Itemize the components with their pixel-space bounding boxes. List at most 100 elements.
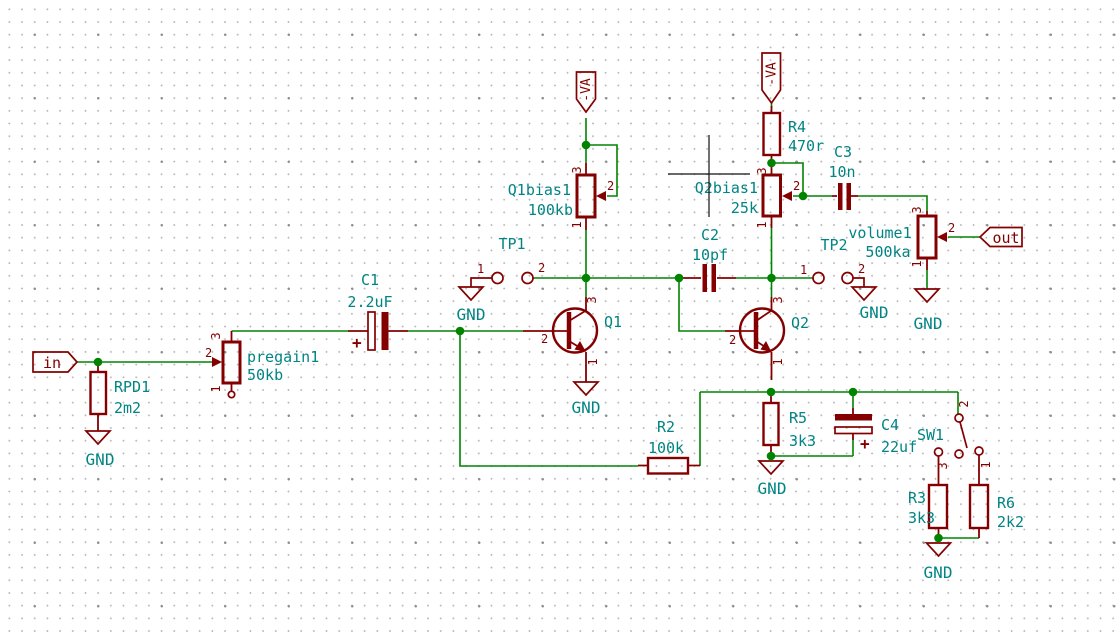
pregain1-body[interactable] <box>221 340 242 385</box>
tp1-pad2[interactable] <box>521 271 534 285</box>
wire-va1-bias-feedback[interactable] <box>585 118 618 197</box>
tp1-ref[interactable]: TP1 <box>498 235 525 253</box>
pregain1-pin1: 1 <box>209 385 223 392</box>
q1bias1-body[interactable] <box>575 173 597 219</box>
potentiometer-Q2bias1[interactable]: 3 2 1 Q2bias1 25k <box>695 166 800 229</box>
r6-value[interactable]: 2k2 <box>997 513 1024 531</box>
r2-body[interactable] <box>646 456 690 475</box>
q1bias1-pin3: 3 <box>570 166 584 173</box>
rpd1-ref[interactable]: RPD1 <box>114 378 150 396</box>
c4-ref[interactable]: C4 <box>881 416 899 434</box>
sw1-pin2-pad[interactable] <box>954 413 964 423</box>
c3-ref[interactable]: C3 <box>834 143 852 161</box>
tp2-pad2[interactable] <box>841 271 854 285</box>
wire-q1-collector-net[interactable] <box>533 230 683 297</box>
potentiometer-volume1[interactable]: 3 2 1 volume1 500ka <box>848 206 955 270</box>
gnd-symbol-volume1[interactable]: GND <box>913 288 943 333</box>
junction <box>766 387 776 397</box>
sw1-lever[interactable] <box>959 421 968 449</box>
c1-plate-hollow <box>367 311 376 351</box>
c4-value[interactable]: 22uf <box>881 438 917 456</box>
gnd-symbol-r5[interactable]: GND <box>757 460 787 498</box>
c1-value[interactable]: 2.2uF <box>347 293 392 311</box>
r4-ref[interactable]: R4 <box>788 118 806 136</box>
r5-value[interactable]: 3k3 <box>789 432 816 450</box>
resistor-R5[interactable]: R5 3k3 <box>762 392 817 456</box>
gnd-symbol-r3-r6[interactable]: GND <box>924 542 953 582</box>
wire-c2-to-q2base[interactable] <box>678 278 725 332</box>
r6-ref[interactable]: R6 <box>997 494 1015 512</box>
resistor-R4[interactable]: R4 470r <box>762 106 825 162</box>
capacitor-C4[interactable]: + C4 22uf <box>834 408 917 456</box>
transistor-Q2[interactable]: 3 2 1 Q2 <box>725 296 809 380</box>
power-flag-va-1[interactable]: -VA <box>575 71 597 114</box>
r2-ref[interactable]: R2 <box>657 418 675 436</box>
resistor-R2[interactable]: R2 100k <box>638 418 700 475</box>
resistor-R6[interactable]: R6 2k2 <box>968 483 1024 538</box>
q1bias1-ref[interactable]: Q1bias1 <box>508 181 571 199</box>
q2bias1-value[interactable]: 25k <box>731 199 758 217</box>
q1bias1-value[interactable]: 100kb <box>528 201 573 219</box>
testpoint-TP1[interactable]: 1 2 TP1 <box>470 235 545 287</box>
c1-ref[interactable]: C1 <box>361 271 379 289</box>
potentiometer-pregain1[interactable]: 2 3 1 pregain1 50kb <box>205 331 319 399</box>
wire-emitter-net[interactable] <box>699 391 959 466</box>
gnd-symbol-tp2[interactable]: GND <box>850 286 888 322</box>
r3-body[interactable] <box>927 483 949 530</box>
r5-body[interactable] <box>762 401 780 447</box>
volume1-value[interactable]: 500ka <box>865 243 910 261</box>
volume1-body[interactable] <box>916 214 938 260</box>
switch-SW1[interactable]: 2 3 1 SW1 <box>917 400 993 485</box>
potentiometer-Q1bias1[interactable]: 3 2 1 Q1bias1 100kb <box>508 163 614 230</box>
q1-pin3: 3 <box>585 296 599 303</box>
c2-ref[interactable]: C2 <box>701 226 719 244</box>
sw1-pin3-pad[interactable] <box>933 447 944 457</box>
c3-value[interactable]: 10n <box>828 163 855 181</box>
out-label-outline[interactable] <box>978 226 1023 248</box>
r3-value[interactable]: 3k3 <box>908 509 935 527</box>
sw1-center-pad[interactable] <box>954 449 964 459</box>
transistor-Q1[interactable]: 3 2 1 Q1 <box>523 296 622 382</box>
in-label-text[interactable]: in <box>43 354 61 372</box>
pregain1-ref[interactable]: pregain1 <box>247 348 319 366</box>
rpd1-body[interactable] <box>89 370 108 416</box>
rpd1-value[interactable]: 2m2 <box>114 399 141 417</box>
q2-pin1: 1 <box>771 358 785 365</box>
out-label-text[interactable]: out <box>992 229 1019 247</box>
r4-value[interactable]: 470r <box>788 137 824 155</box>
junction <box>767 158 776 168</box>
r2-value[interactable]: 100k <box>648 439 684 457</box>
testpoint-TP2[interactable]: 1 2 TP2 <box>800 236 865 287</box>
sw1-ref[interactable]: SW1 <box>917 426 944 444</box>
q2-ref[interactable]: Q2 <box>791 314 809 332</box>
capacitor-C1[interactable]: + C1 2.2uF <box>347 271 408 352</box>
global-label-in[interactable]: in <box>32 351 79 373</box>
tp1-pad1[interactable] <box>491 271 504 285</box>
q2bias1-body[interactable] <box>761 173 782 218</box>
gnd-triangle <box>924 542 953 558</box>
r4-body[interactable] <box>762 111 782 157</box>
in-label-outline[interactable] <box>32 351 79 373</box>
r6-body[interactable] <box>968 483 990 530</box>
gnd-symbol-tp1[interactable]: GND <box>457 286 486 324</box>
global-label-out[interactable]: out <box>978 226 1023 248</box>
resistor-R3[interactable]: R3 3k3 <box>908 483 949 538</box>
capacitor-C3[interactable]: C3 10n <box>828 143 858 210</box>
q1-ref[interactable]: Q1 <box>604 313 622 331</box>
wire-c1-to-q1base-r2[interactable] <box>408 330 638 467</box>
power-flag-va-2[interactable]: -VA <box>761 52 782 105</box>
sw1-pin1-pad[interactable] <box>974 446 984 456</box>
gnd-symbol-q1[interactable]: GND <box>572 381 601 417</box>
volume1-ref[interactable]: volume1 <box>848 224 911 242</box>
c2-value[interactable]: 10pf <box>692 246 728 264</box>
capacitor-C2[interactable]: C2 10pf <box>683 226 736 292</box>
resistor-RPD1[interactable]: RPD1 2m2 <box>89 362 151 431</box>
r5-ref[interactable]: R5 <box>789 409 807 427</box>
tp2-pad1[interactable] <box>812 271 825 285</box>
pregain1-value[interactable]: 50kb <box>247 366 283 384</box>
r3-ref[interactable]: R3 <box>908 489 926 507</box>
tp2-ref[interactable]: TP2 <box>820 236 847 254</box>
wire-c3-to-volume[interactable] <box>858 195 928 211</box>
q2bias1-ref[interactable]: Q2bias1 <box>695 179 758 197</box>
gnd-symbol-rpd1[interactable]: GND <box>84 430 115 469</box>
